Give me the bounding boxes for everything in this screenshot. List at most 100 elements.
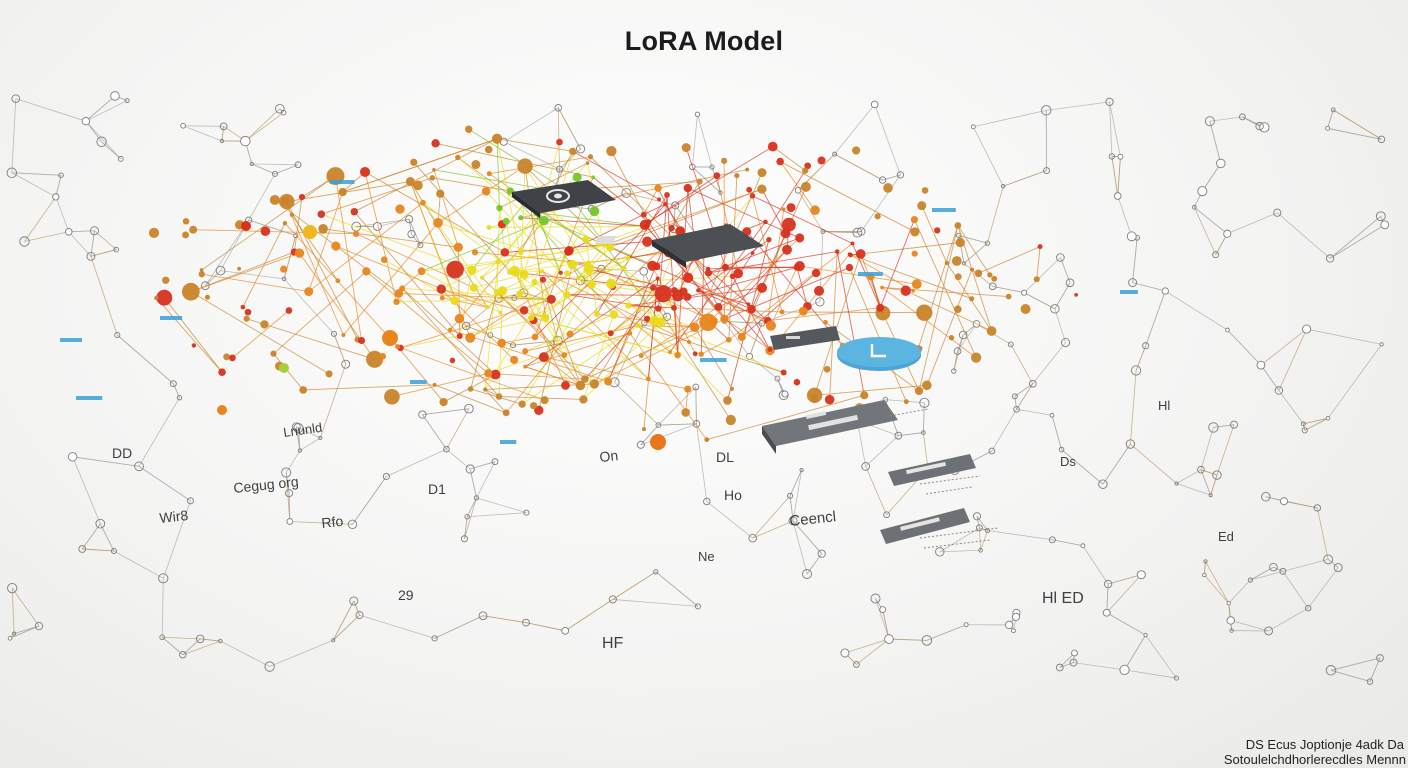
- network-edge: [1204, 574, 1230, 604]
- network-node: [1043, 167, 1050, 174]
- network-edge: [1260, 364, 1280, 391]
- network-node: [916, 304, 933, 321]
- network-edge: [751, 233, 787, 310]
- network-edge: [1010, 344, 1034, 384]
- network-edge: [437, 193, 441, 223]
- network-node: [806, 387, 823, 404]
- network-edge: [1165, 290, 1228, 331]
- network-node: [431, 635, 438, 642]
- network-node: [698, 351, 704, 357]
- network-edge: [1193, 207, 1217, 255]
- network-edge: [284, 200, 344, 336]
- network-node: [1323, 554, 1334, 565]
- network-node: [182, 217, 190, 225]
- network-node: [1013, 405, 1020, 413]
- network-node: [970, 124, 976, 130]
- network-edge: [767, 209, 785, 321]
- network-node: [1011, 628, 1016, 634]
- network-edge: [1327, 127, 1382, 140]
- network-edge: [1250, 566, 1274, 581]
- network-edge: [1227, 212, 1278, 235]
- network-edge: [543, 356, 688, 390]
- network-edge: [13, 625, 40, 635]
- network-node: [581, 375, 589, 383]
- network-node: [694, 603, 701, 610]
- network-node: [974, 269, 983, 278]
- network-node: [294, 248, 305, 258]
- network-node: [583, 263, 594, 275]
- network-node: [148, 227, 160, 239]
- blue-marker: [160, 316, 183, 320]
- network-node: [671, 201, 680, 210]
- network-node: [802, 167, 809, 174]
- network-edge: [979, 527, 988, 531]
- network-edge: [829, 251, 838, 400]
- network-node: [81, 116, 91, 126]
- network-node: [1279, 497, 1288, 506]
- network-node: [484, 369, 493, 378]
- network-edge: [870, 276, 881, 308]
- network-edge: [752, 195, 853, 244]
- network-node: [917, 201, 927, 211]
- network-node: [793, 263, 801, 271]
- network-node: [636, 440, 645, 449]
- network-edge: [564, 599, 614, 632]
- network-edge: [1278, 328, 1307, 391]
- network-node: [644, 315, 651, 322]
- network-node: [757, 184, 767, 194]
- network-node: [379, 353, 387, 360]
- network-edge: [806, 553, 823, 575]
- network-edge: [724, 318, 771, 350]
- network-edge: [957, 225, 991, 276]
- network-node: [464, 514, 470, 520]
- network-edge: [905, 290, 992, 332]
- network-edge: [251, 163, 276, 175]
- network-edge: [11, 98, 17, 173]
- network-node: [453, 242, 463, 252]
- network-node: [882, 396, 889, 403]
- network-node: [765, 320, 777, 331]
- network-edge: [273, 353, 304, 391]
- network-node: [182, 231, 189, 239]
- network-node: [991, 275, 998, 282]
- blue-marker: [330, 180, 355, 184]
- network-edge: [1059, 662, 1074, 668]
- network-edge: [99, 523, 115, 552]
- network-edge: [792, 520, 808, 575]
- network-node: [824, 394, 835, 405]
- network-node: [480, 275, 485, 280]
- network-edge: [1282, 558, 1329, 572]
- network-node: [954, 222, 962, 229]
- network-node: [359, 166, 371, 178]
- network-node: [7, 582, 18, 594]
- network-edge: [609, 247, 752, 310]
- network-node: [921, 187, 929, 194]
- network-node: [1119, 664, 1130, 675]
- network-node: [497, 338, 507, 348]
- network-node: [464, 125, 473, 133]
- network-node: [681, 143, 691, 153]
- network-node: [721, 157, 728, 164]
- network-edge: [584, 257, 698, 380]
- network-node: [963, 622, 969, 628]
- network-node: [853, 661, 860, 668]
- network-edge: [865, 435, 899, 467]
- network-edge: [1304, 417, 1329, 431]
- network-node: [446, 260, 464, 279]
- network-edge: [332, 600, 355, 641]
- network-edge: [946, 262, 992, 332]
- network-edge: [987, 530, 1053, 541]
- network-node: [746, 302, 751, 307]
- network-edge: [400, 317, 546, 349]
- network-edge: [917, 225, 959, 350]
- network-node: [534, 405, 544, 415]
- network-node: [776, 157, 784, 166]
- network-edge: [1260, 328, 1307, 366]
- network-node: [1021, 289, 1028, 296]
- network-node: [746, 186, 753, 193]
- network-node: [609, 310, 619, 319]
- network-edge: [849, 267, 907, 402]
- network-node: [275, 103, 285, 114]
- network-node: [1142, 342, 1150, 350]
- network-node: [176, 395, 183, 401]
